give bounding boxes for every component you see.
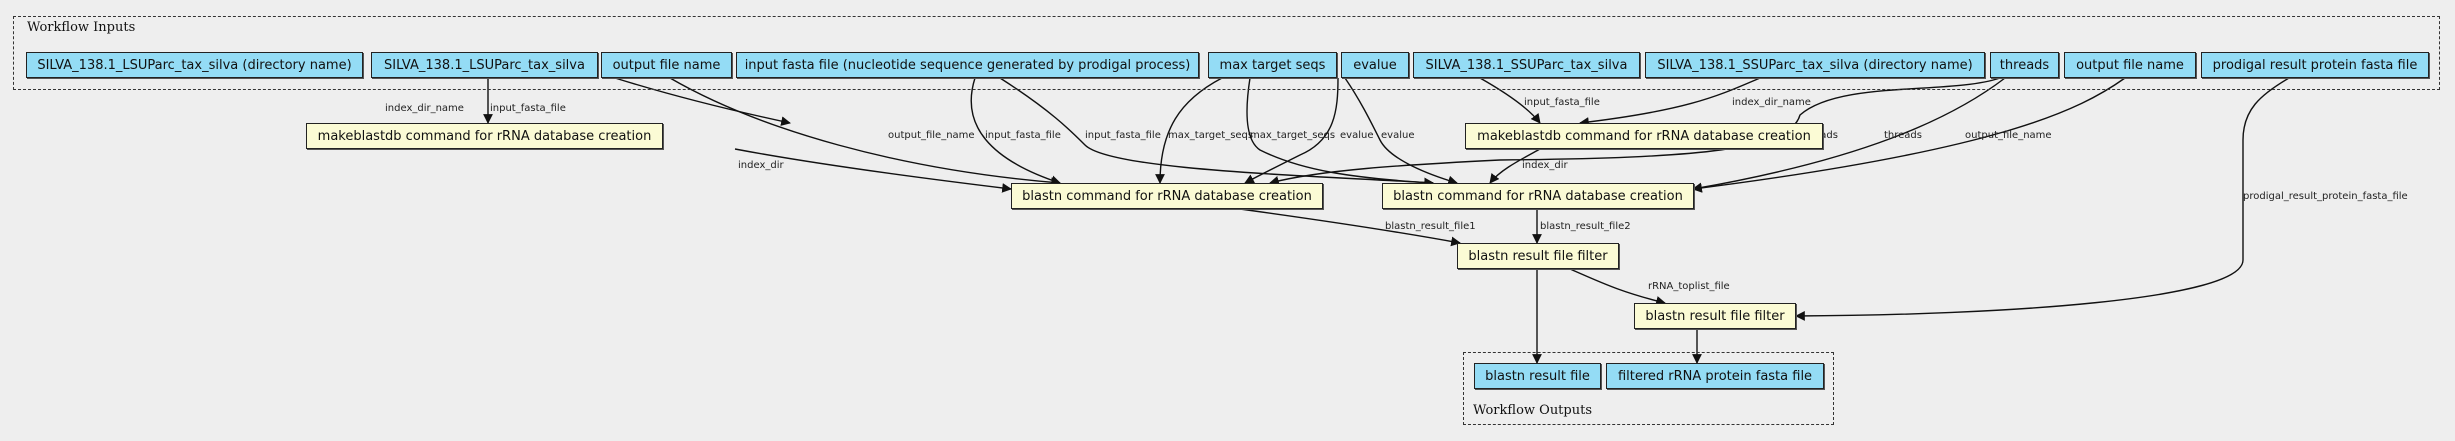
edge-in_evalue-to-bl2: [1344, 77, 1458, 186]
input-output-file-name-1[interactable]: output file name: [601, 52, 732, 78]
edge-in_lsu_dir-to-mk1: [614, 77, 791, 126]
step-blastn-result-filter-2[interactable]: blastn result file filter: [1634, 303, 1796, 329]
edge-label: output_file_name: [1965, 130, 2052, 141]
edge-bl1-to-f1: [1239, 208, 1461, 247]
edge-in_ssu-to-mk2: [1479, 77, 1541, 124]
input-lsu-fasta[interactable]: SILVA_138.1_LSUParc_tax_silva: [371, 52, 598, 78]
edge-f1-to-f2: [1569, 268, 1666, 306]
edge-label: max_target_seqs: [1250, 130, 1335, 141]
edge-in_fasta-to-bl2: [999, 77, 1434, 188]
input-output-file-name-2[interactable]: output file name: [2064, 52, 2196, 78]
step-makeblastdb-ssu[interactable]: makeblastdb command for rRNA database cr…: [1465, 123, 1823, 149]
step-blastn-ssu[interactable]: blastn command for rRNA database creatio…: [1382, 183, 1694, 209]
edge-in_out1-to-bl1: [669, 77, 1061, 188]
edge-mk1-to-bl1: [734, 148, 1012, 193]
input-ssu-fasta[interactable]: SILVA_138.1_SSUParc_tax_silva: [1413, 52, 1640, 78]
edge-in_fasta-to-bl1: [970, 77, 1061, 185]
input-fasta-file[interactable]: input fasta file (nucleotide sequence ge…: [736, 52, 1199, 78]
edge-in_threads-to-bl2: [1692, 77, 2006, 193]
edge-label: prodigal_result_protein_fasta_file: [2243, 191, 2408, 202]
edge-label: output_file_name: [888, 130, 975, 141]
edge-label: rRNA_toplist_file: [1648, 281, 1730, 292]
input-ssu-directory-name[interactable]: SILVA_138.1_SSUParc_tax_silva (directory…: [1645, 52, 1985, 78]
edge-label: index_dir: [738, 160, 784, 171]
workflow-outputs-cluster: [1463, 352, 1834, 425]
input-evalue[interactable]: evalue: [1341, 52, 1409, 78]
edge-in_evalue-to-bl1: [1244, 77, 1339, 184]
edge-mk2-to-bl2: [1489, 148, 1541, 184]
step-makeblastdb-lsu[interactable]: makeblastdb command for rRNA database cr…: [306, 123, 663, 149]
edge-in_maxt-to-bl1: [1155, 77, 1223, 184]
edge-label: index_dir_name: [1732, 97, 1811, 108]
step-blastn-result-filter-1[interactable]: blastn result file filter: [1457, 243, 1619, 269]
input-prodigal-protein-fasta[interactable]: prodigal result protein fasta file: [2201, 52, 2429, 78]
output-filtered-rrna-protein-fasta[interactable]: filtered rRNA protein fasta file: [1606, 363, 1824, 389]
input-lsu-directory-name[interactable]: SILVA_138.1_LSUParc_tax_silva (directory…: [26, 52, 363, 78]
edge-in_out2-to-bl2: [1692, 77, 2126, 193]
workflow-inputs-cluster: [13, 16, 2440, 90]
output-blastn-result-file[interactable]: blastn result file: [1474, 363, 1601, 389]
workflow-inputs-label: Workflow Inputs: [27, 20, 136, 35]
edge-in_prot-to-f2: [1795, 77, 2290, 321]
edge-label: blastn_result_file2: [1540, 221, 1631, 232]
edge-label: input_fasta_file: [490, 103, 566, 114]
edge-label: index_dir: [1522, 160, 1568, 171]
edge-label: index_dir_name: [385, 103, 464, 114]
edge-label: evalue: [1340, 130, 1373, 141]
input-max-target-seqs[interactable]: max target seqs: [1208, 52, 1337, 78]
edge-label: blastn_result_file1: [1385, 221, 1476, 232]
edge-label: max_target_seqs: [1168, 130, 1253, 141]
edge-in_ssu_dir-to-mk2: [1579, 77, 1761, 127]
edge-in_maxt-to-bl2: [1246, 77, 1434, 188]
step-blastn-lsu[interactable]: blastn command for rRNA database creatio…: [1011, 183, 1323, 209]
workflow-outputs-label: Workflow Outputs: [1473, 403, 1592, 418]
edge-label: input_fasta_file: [1524, 97, 1600, 108]
edge-label: input_fasta_file: [985, 130, 1061, 141]
edge-in_threads-to-bl1: [1269, 77, 2001, 186]
edge-label: input_fasta_file: [1085, 130, 1161, 141]
input-threads[interactable]: threads: [1990, 52, 2059, 78]
edge-label: threads: [1884, 130, 1922, 141]
edge-label: evalue: [1381, 130, 1414, 141]
